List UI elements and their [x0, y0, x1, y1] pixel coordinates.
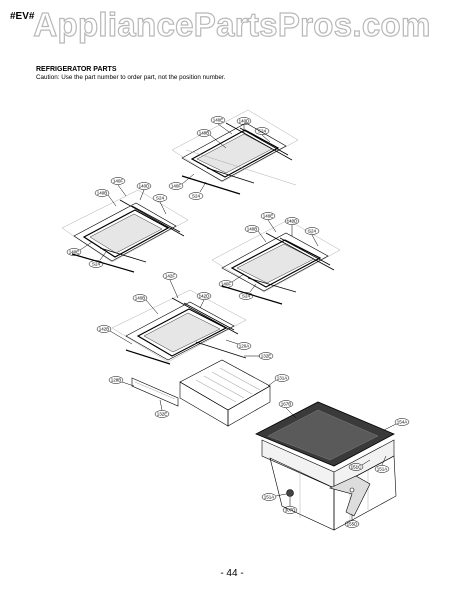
callout-label: 140E — [263, 214, 274, 219]
callout-label: 167B — [281, 402, 292, 407]
callout-label: S24 — [242, 294, 251, 299]
callout-label: 140F — [171, 184, 182, 189]
callout-label: 140B — [135, 296, 146, 301]
shelf-assembly-upper — [171, 109, 299, 195]
callout-label: 140B — [247, 227, 258, 232]
callout-label: 128B — [111, 378, 122, 383]
callout-label: 307D — [285, 508, 297, 513]
callout-label: 155D — [347, 522, 359, 527]
callout-label: 140D — [139, 184, 151, 189]
callout-label: 151A — [377, 467, 388, 472]
crisper-cover-assembly — [255, 401, 397, 531]
callout-label: 140D — [287, 219, 299, 224]
callout-label: 132E — [157, 412, 168, 417]
callout-label: 131A — [277, 376, 288, 381]
callout-label: S24 — [308, 229, 317, 234]
shelf-assembly-left — [61, 189, 189, 273]
section-title: REFRIGERATOR PARTS — [36, 66, 117, 73]
callout-label: 140D — [239, 119, 251, 124]
callout-label: 140E — [69, 250, 80, 255]
callout-label: 142D — [199, 294, 211, 299]
callout-label: 142B — [99, 327, 110, 332]
callout-label: 140B — [199, 131, 210, 136]
callout-label: S24 — [156, 196, 165, 201]
shelf-assembly-right — [211, 219, 341, 305]
callout-label: 132E — [261, 354, 272, 359]
callout-label: 151C — [351, 465, 363, 470]
shelf-assembly-lower — [111, 289, 247, 365]
callout-label: 154A — [397, 420, 408, 425]
callout-label: 140F — [221, 282, 232, 287]
watermark-logo: AppliancePartsPros.com — [33, 5, 431, 43]
callout-label: 140E — [213, 118, 224, 123]
callout-label: 142F — [165, 274, 176, 279]
callout-label: 120A — [239, 344, 250, 349]
callout-label: 151A — [264, 495, 275, 500]
crisper-drawer — [131, 359, 271, 427]
callout-label: S24 — [258, 129, 267, 134]
callout-label: S24 — [92, 262, 101, 267]
page-number: - 44 - — [220, 568, 244, 579]
document-code: #EV# — [10, 11, 35, 22]
callout-label: 140B — [97, 191, 108, 196]
caution-note: Caution: Use the part number to order pa… — [36, 74, 226, 81]
callout-label: S24 — [192, 194, 201, 199]
callout-label: 140F — [113, 179, 124, 184]
